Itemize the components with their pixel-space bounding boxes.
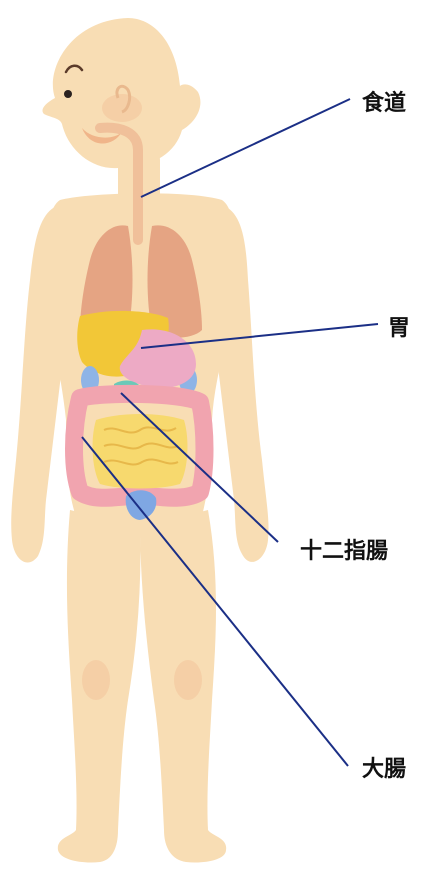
- label-esophagus: 食道: [362, 93, 406, 115]
- eye: [64, 90, 72, 98]
- right-arm: [213, 205, 269, 562]
- label-duodenum: 十二指腸: [300, 541, 388, 563]
- label-stomach: 胃: [388, 318, 410, 340]
- label-large-intestine: 大腸: [362, 759, 406, 781]
- left-arm: [11, 205, 67, 563]
- small-intestine: [93, 414, 188, 489]
